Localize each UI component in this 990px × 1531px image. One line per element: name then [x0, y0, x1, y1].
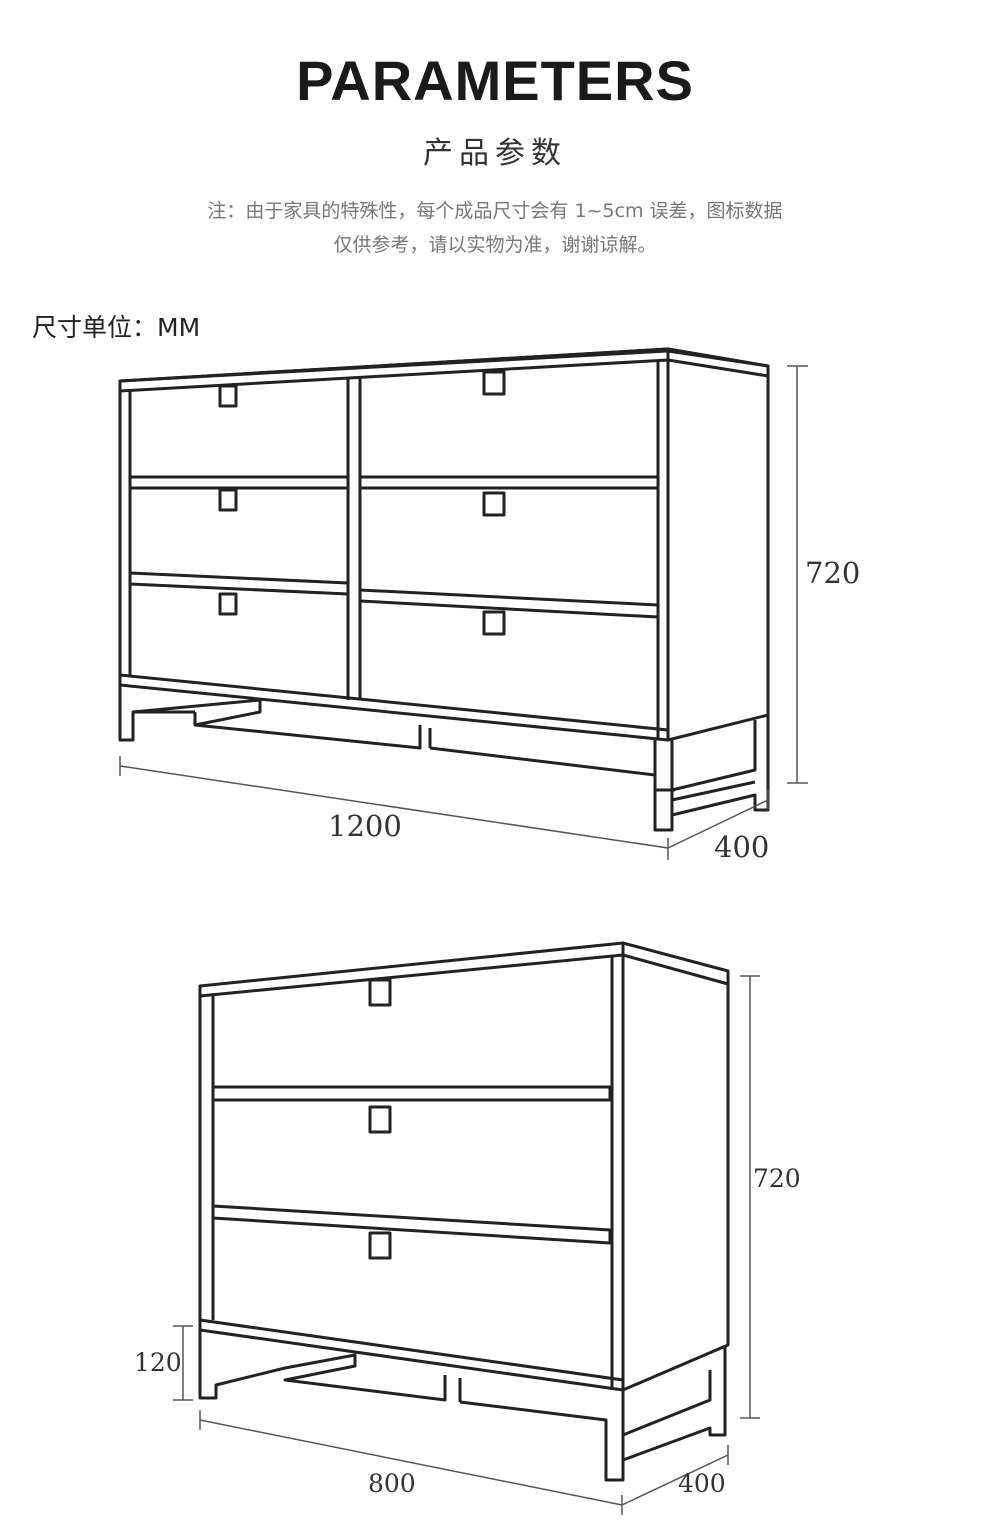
six-drawer-dresser: [118, 347, 770, 832]
page-title: PARAMETERS: [296, 49, 694, 112]
three-drawer-dresser: [198, 941, 730, 1482]
three-drawer-dimension-lines: [173, 975, 760, 1515]
three-drawer-leg-height-label: 120: [134, 1348, 182, 1377]
three-drawer-height-label: 720: [753, 1164, 801, 1193]
six-drawer-height-label: 720: [805, 556, 860, 590]
page-subtitle: 产品参数: [423, 136, 567, 171]
note-line-1: 注：由于家具的特殊性，每个成品尺寸会有 1~5cm 误差，图标数据: [207, 200, 783, 222]
three-drawer-width-label: 800: [368, 1469, 416, 1498]
three-drawer-depth-label: 400: [678, 1469, 726, 1498]
six-drawer-width-label: 1200: [328, 809, 402, 843]
unit-label: 尺寸单位：MM: [32, 313, 201, 342]
six-drawer-depth-label: 400: [714, 830, 769, 864]
six-drawer-dimension-lines: [119, 365, 808, 860]
note-line-2: 仅供参考，请以实物为准，谢谢谅解。: [333, 234, 657, 256]
